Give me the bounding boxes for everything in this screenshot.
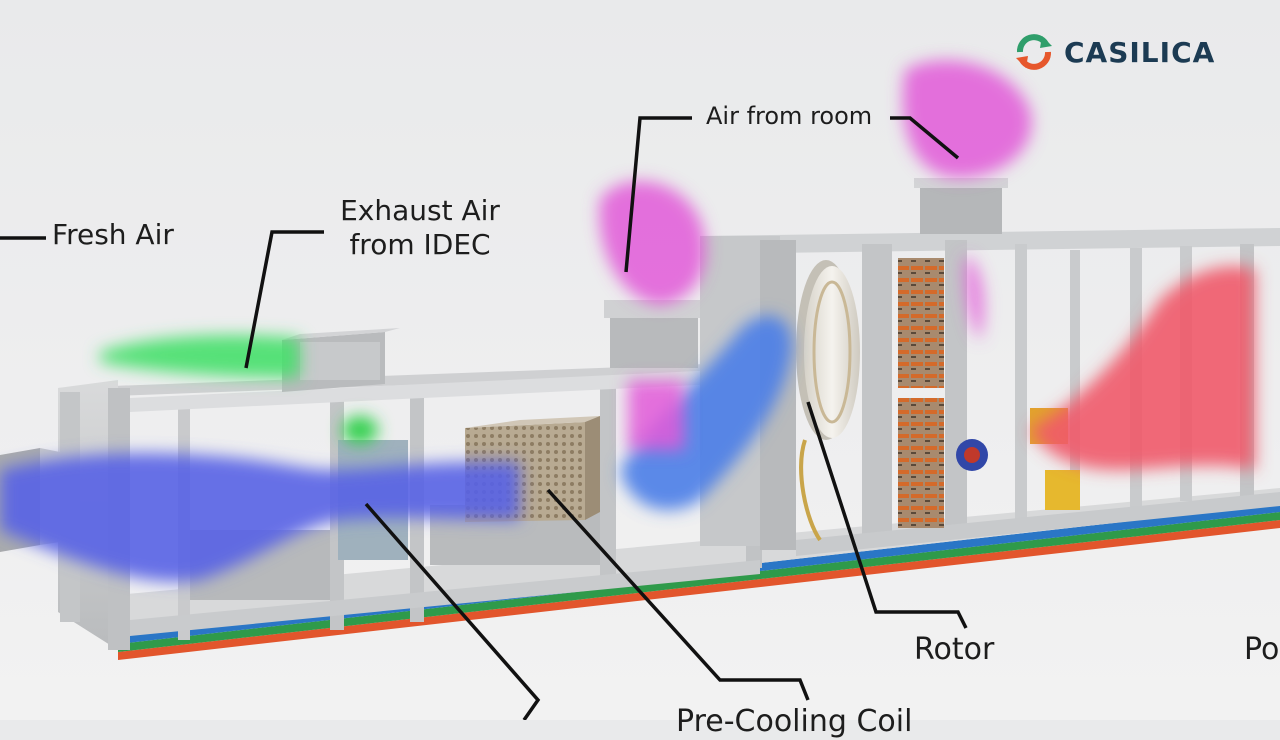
room-air-flow (599, 60, 1032, 450)
label-exhaust-air-line1: Exhaust Air (340, 194, 500, 227)
leader-line-rotor (806, 401, 968, 629)
fresh-air-flow (0, 453, 520, 582)
room-air-duct (604, 300, 704, 368)
brand-logo: CASILICA (1012, 28, 1215, 76)
label-right-cut: Po (1244, 632, 1280, 667)
ahu-illustration (0, 60, 1280, 722)
leader-line-top-duct (890, 116, 960, 160)
brand-name: CASILICA (1064, 35, 1216, 69)
label-air-from-room: Air from room (706, 102, 873, 130)
label-fresh-air: Fresh Air (52, 218, 174, 251)
exhaust-duct-box (282, 328, 400, 392)
label-exhaust-air-line2: from IDEC (349, 227, 491, 261)
leader-line-pre-cooling-coil (546, 488, 810, 701)
recycle-arrows-icon (1016, 34, 1052, 70)
top-air-duct (914, 178, 1008, 234)
leader-line-bottom (364, 502, 541, 722)
desiccant-rotor (796, 260, 860, 542)
leader-line-exhaust-air (244, 230, 324, 369)
leader-lines (0, 116, 968, 722)
label-pre-cooling-coil: Pre-Cooling Coil (676, 704, 913, 739)
heater-panel (898, 258, 944, 528)
leader-line-air-from-room (624, 116, 692, 273)
label-exhaust-air: Exhaust Air from IDEC (330, 194, 510, 261)
ahu-diagram-scene: Fresh Air Exhaust Air from IDEC Air from… (0, 28, 1280, 739)
process-air-flow (1030, 266, 1255, 470)
label-rotor: Rotor (914, 632, 995, 667)
regen-air-flow (620, 315, 792, 510)
